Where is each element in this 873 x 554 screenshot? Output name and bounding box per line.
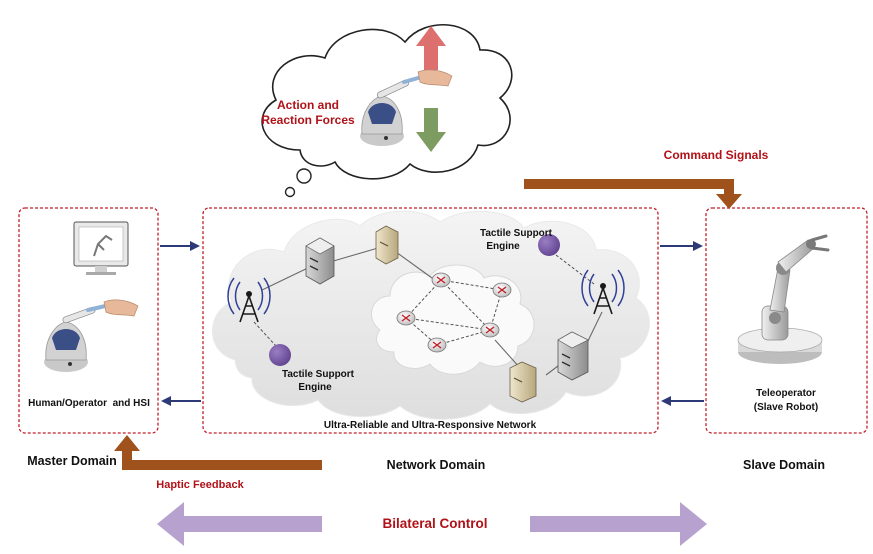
master-caption: Human/Operator and HSI	[28, 398, 150, 409]
router-icon	[492, 282, 512, 298]
server-rack-icon	[557, 331, 589, 381]
navy-arrow-left	[661, 396, 704, 406]
bilateral-arrow-right	[530, 502, 707, 546]
tse-bottom-label-line1: Tactile Support	[281, 369, 355, 380]
pc-tower-icon	[509, 361, 537, 403]
cloud-label-line2: Reaction Forces	[261, 113, 355, 127]
antenna-tower-icon	[581, 269, 625, 315]
haptic-device-icon	[44, 299, 139, 372]
router-icon	[480, 322, 500, 338]
robot-arm-icon	[737, 234, 830, 364]
router-icon	[431, 272, 451, 288]
slave-domain-label: Slave Domain	[743, 458, 825, 472]
router-icon	[427, 337, 447, 353]
command-signals-label: Command Signals	[663, 148, 769, 162]
haptic-device-icon	[360, 69, 453, 146]
bilateral-control-label: Bilateral Control	[382, 516, 488, 531]
reaction-force-down-arrow	[416, 108, 446, 152]
action-force-up-arrow	[416, 26, 446, 70]
antenna-tower-icon	[227, 277, 271, 323]
network-links	[261, 247, 603, 376]
network-caption: Ultra-Reliable and Ultra-Responsive Netw…	[323, 420, 537, 431]
slave-domain-box	[705, 207, 868, 434]
slave-caption-line2: (Slave Robot)	[753, 402, 819, 413]
haptic-feedback-arrow	[114, 435, 322, 470]
tactile-support-engine-node	[269, 344, 291, 366]
master-domain-box	[18, 207, 159, 434]
cloud-label-line1: Action and	[277, 98, 339, 112]
tse-top-label-line2: Engine	[486, 241, 520, 252]
bilateral-arrow-left	[157, 502, 322, 546]
network-domain-box	[202, 207, 659, 434]
tactile-support-engine-node	[538, 234, 560, 256]
tse-top-label-line1: Tactile Support	[479, 228, 553, 239]
routers	[396, 272, 512, 353]
navy-arrow-left	[161, 396, 201, 406]
navy-arrow-right	[660, 241, 703, 251]
server-rack-icon	[305, 237, 335, 285]
network-domain-label: Network Domain	[386, 458, 486, 472]
haptic-feedback-label: Haptic Feedback	[156, 479, 244, 491]
pc-tower-icon	[375, 225, 399, 265]
command-signals-arrow	[524, 179, 742, 209]
navy-arrow-right	[160, 241, 200, 251]
monitor-icon	[73, 221, 129, 275]
core-network-cloud	[370, 264, 535, 375]
tse-links	[253, 254, 595, 347]
tse-bottom-label-line2: Engine	[298, 382, 332, 393]
router-icon	[396, 310, 416, 326]
slave-caption-line1: Teleoperator	[756, 388, 816, 399]
master-domain-label: Master Domain	[27, 454, 117, 468]
